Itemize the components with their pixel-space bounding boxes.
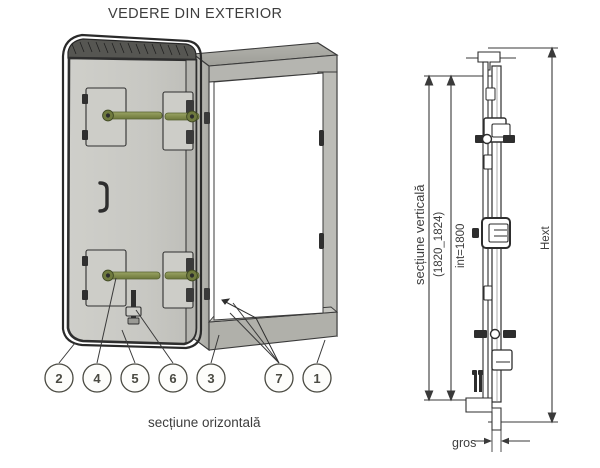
callout-label-2: 2: [55, 371, 62, 386]
callout-bubbles: 2 4 5 6 3 7 1: [44, 363, 332, 393]
caption-horizontal-section: secțiune orizontală: [148, 415, 261, 430]
callout-7-pointer: [221, 298, 280, 364]
door-leaf-assembly: [61, 33, 203, 350]
shoot-bolt-mechanism: [125, 290, 142, 325]
dimension-lines: [424, 46, 557, 424]
callout-circle-7[interactable]: [264, 363, 294, 393]
callout-circle-5[interactable]: [120, 363, 150, 393]
callout-label-1: 1: [313, 371, 320, 386]
callout-label-7: 7: [275, 371, 282, 386]
leaf-gasket-hatch: [71, 41, 189, 57]
leaf-top-edge: [67, 38, 197, 61]
callout-label-4: 4: [93, 371, 101, 386]
callout-circle-4[interactable]: [82, 363, 112, 393]
section-head-flange: [477, 51, 501, 71]
dimension-gros: [474, 408, 530, 452]
section-lock-middle: [472, 217, 511, 249]
door-handle-icon: [98, 181, 109, 213]
callout-circle-3[interactable]: [196, 363, 226, 393]
dimension-label-gros: gros: [452, 436, 477, 450]
door-frame-assembly: [191, 42, 339, 352]
hinge-lower-right: [162, 251, 200, 309]
frame-opening-void: [213, 72, 324, 321]
callout-label-5: 5: [131, 371, 138, 386]
hinge-upper-left: [82, 87, 163, 147]
frame-hinge-cup-lower: [204, 288, 210, 300]
vertical-section-profile: [465, 51, 516, 431]
frame-hinge-cup-upper: [204, 112, 210, 124]
hinge-upper-right: [162, 91, 200, 151]
callout-label-3: 3: [207, 371, 214, 386]
section-hinge-lower: [472, 285, 516, 392]
leaf-gasket-outline: [61, 33, 203, 350]
callout-label-6: 6: [169, 371, 176, 386]
hinge-lower-left: [82, 249, 161, 307]
callout-circle-6[interactable]: [158, 363, 188, 393]
page-title: VEDERE DIN EXTERIOR: [108, 6, 283, 22]
frame-strike-plate-lower: [319, 233, 324, 249]
callout-circle-2[interactable]: [44, 363, 74, 393]
section-hinge-upper: [475, 87, 515, 170]
section-threshold: [465, 397, 502, 431]
callout-leader-lines: [58, 277, 326, 364]
frame-strike-plate-upper: [319, 130, 324, 146]
callout-circle-1[interactable]: [302, 363, 332, 393]
